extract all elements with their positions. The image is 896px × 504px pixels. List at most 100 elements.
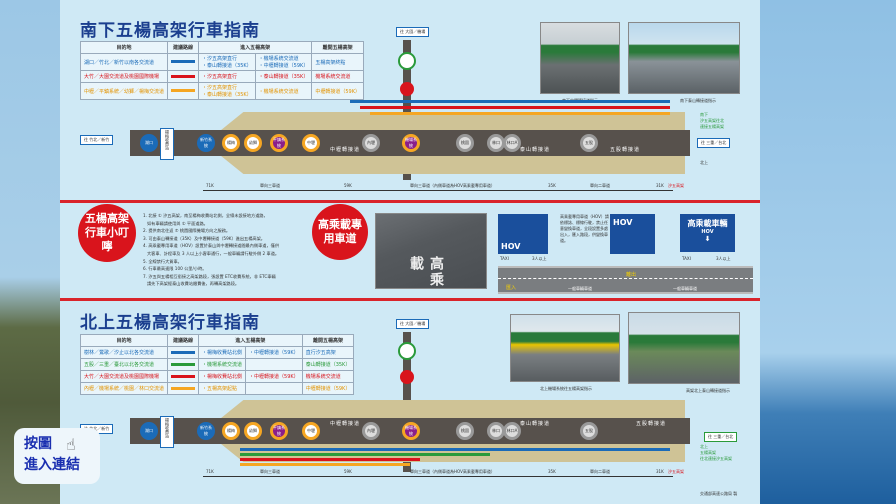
north-route-red	[240, 458, 420, 461]
dim-label: 單向二車道	[590, 469, 610, 474]
col-header: 建議路線	[167, 334, 200, 347]
footer-credit: 交通部高速公路局 製	[700, 491, 738, 496]
table-row: 中壢／平鎮系統／幼獅／楊梅交流道・汐五高架直行・泰山轉接道（35K）・機場系統交…	[79, 82, 364, 100]
hov-enter-label: 匯入	[506, 285, 517, 291]
sign-to-taipei: 往 三重／台北	[704, 432, 738, 442]
interchange-node: 湖口	[140, 134, 158, 152]
interchange-node: 新竹系統	[197, 422, 215, 440]
enter: ・汐五高架直行	[198, 70, 256, 83]
table-row: 樹林／鶯歌／汐止以北各交流道・楊梅收費站北側・中壢轉接道（59K）直行汐五高架	[79, 346, 355, 359]
hov-lane-diagram: 匯入 離出 一般車輛車道 一般車輛車道	[498, 266, 753, 294]
hov-sign-exit: HOV	[610, 214, 655, 254]
hov-sign-enter: HOV	[498, 214, 548, 254]
interchange-node: 林口A	[503, 422, 521, 440]
north-route-blue	[240, 448, 670, 451]
dest: 中壢／平鎮系統／幼獅／楊梅交流道	[79, 82, 169, 100]
enter: ・中壢轉接道（59K）	[245, 370, 303, 383]
tip-item: 2. 提供南北往返 ⑦ 桃園國際機場方向之服務。	[143, 228, 231, 234]
route-swatch	[171, 89, 196, 92]
col-header: 建議路線	[167, 41, 200, 54]
freeway-shield-icon	[398, 52, 416, 70]
open-link-button[interactable]: 按圖 進入連結☝	[14, 428, 100, 484]
airport-ramp	[403, 40, 411, 180]
interchange-node: 桃園	[456, 134, 474, 152]
interchange-node: 湖口	[140, 422, 158, 440]
photo-caption: 北上機場系統往五楊高架指示	[540, 386, 592, 391]
north-route-orange	[240, 463, 410, 466]
north-right-note: 北上 五楊高架 往北連接汐五高架	[700, 444, 732, 461]
south-title: 南下五楊高架行車指南	[80, 21, 260, 41]
dim-label: 單向三車道	[260, 469, 280, 474]
route-swatch	[171, 374, 196, 378]
dim-label: 單向三車道	[260, 183, 280, 188]
road-label: 五股轉接道	[610, 147, 641, 153]
enter: ・楊梅收費站北側	[198, 346, 247, 359]
table-row: 湖口／竹北／新竹以南各交流道・汐五高架直行・泰山轉接道（35K）・機場系統交流道…	[79, 53, 364, 71]
exit: 泰山轉接道（35K）	[301, 358, 355, 371]
enter: ・汐五高架直行	[202, 56, 238, 62]
road-label: 中壢轉接道	[330, 147, 361, 153]
enter: ・泰山轉接道（35K）	[254, 70, 313, 83]
col-header: 進入五楊高架	[198, 41, 313, 54]
tip-item: 6. 行車最高速限 100 公里/小時。	[143, 266, 207, 272]
enter: ・泰山轉接道（35K）	[202, 63, 252, 69]
toll-station-label: 楊梅收費站	[160, 128, 174, 160]
sign-to-airport: 往 大園／機場	[396, 27, 430, 37]
dim-label: 31K	[656, 183, 664, 188]
dim-label: 單向二車道	[590, 183, 610, 188]
interchange-node: 機場系統	[402, 134, 420, 152]
enter: ・楊梅收費站北側	[198, 370, 247, 383]
tips-badge: 五楊高架行車小叮嚀	[78, 204, 136, 262]
interchange-node: 楊梅	[222, 422, 240, 440]
taxi-label: TAXI	[500, 256, 509, 261]
dimension-line	[203, 190, 673, 191]
hov-road-photo: 高乘載	[375, 213, 487, 289]
hov-sign-text: HOV	[613, 218, 633, 227]
north-route-table: 目的地建議路線進入五楊高架離開五楊高架 樹林／鶯歌／汐止以北各交流道・楊梅收費站…	[79, 334, 355, 395]
dim-label: 31K	[656, 469, 664, 474]
enter: ・機場系統交流道	[198, 358, 247, 371]
dest: 樹林／鶯歌／汐止以北各交流道	[79, 346, 169, 359]
hov-exit-label: 離出	[626, 272, 637, 278]
dim-label: 單向三車道（內側車道為HOV高乘載專用車道）	[410, 469, 495, 474]
tips-list: 1. 北接 ① 汐五高架，南至楊梅收費站北側，全線未設接地方道路， 如有車輛請使…	[143, 212, 303, 288]
sign-to-hsinchu: 往 竹北／新竹	[80, 135, 114, 145]
dest: 大竹／大園交流道及桃園國際機場	[79, 370, 169, 383]
interchange-node: 楊梅	[222, 134, 240, 152]
table-row: 內壢／機場系統／桃園／林口交流道・五楊高架起點中壢轉接道（59K）	[79, 382, 355, 395]
south-photo-zhongli-sign	[540, 22, 620, 94]
sign-to-airport: 往 大園／機場	[396, 319, 430, 329]
table-row: 大竹／大園交流道及桃園國際機場・楊梅收費站北側・中壢轉接道（59K）機場系統交流…	[79, 370, 355, 383]
dim-label: 35K	[548, 183, 556, 188]
enter: ・中壢轉接道（59K）	[245, 346, 303, 359]
hov-road-marking: 高乘載	[408, 256, 444, 288]
background-sea-photo	[760, 0, 896, 504]
route-swatch	[171, 74, 196, 78]
route-swatch	[171, 362, 196, 366]
persons-label: 3人以上	[716, 256, 731, 261]
enter: ・五楊高架起點	[198, 382, 247, 395]
col-header: 離開五楊高架	[311, 41, 364, 54]
col-header: 離開五楊高架	[301, 334, 355, 347]
road-label: 泰山轉接道	[520, 147, 551, 153]
toll-station-label: 楊梅收費站	[160, 416, 174, 448]
dim-label: 汐五高架	[668, 469, 684, 474]
enter: ・中壢轉接道（59K）	[258, 63, 309, 69]
tip-item: 1. 北接 ① 汐五高架，南至楊梅收費站北側，全線未設接地方道路，	[143, 213, 268, 218]
interchange-node: 內壢	[362, 422, 380, 440]
persons-label: 3人以上	[532, 256, 547, 261]
hov-description: 高乘載專用車道（HOV）請依標誌、標線行駛，禁止任意變換車道，全段設置多處出入，…	[560, 214, 609, 243]
enter: ・機場系統交流道	[258, 56, 299, 62]
hand-pointer-icon: ☝	[66, 435, 76, 454]
photo-caption: 南下泰山轉接道指示	[680, 98, 716, 103]
exit: 五楊高架終點	[311, 53, 364, 71]
enter	[245, 382, 303, 395]
dim-label: 59K	[344, 469, 352, 474]
road-label: 泰山轉接道	[520, 421, 551, 427]
south-route-table: 目的地建議路線進入五楊高架離開五楊高架 湖口／竹北／新竹以南各交流道・汐五高架直…	[79, 41, 364, 100]
interchange-node: 內壢	[362, 134, 380, 152]
freeway-shield-icon	[398, 342, 416, 360]
dim-label: 35K	[548, 469, 556, 474]
background-cliff-photo	[0, 0, 60, 504]
tip-item: 如有車輛請使用與 ① 平面道路。	[143, 220, 208, 226]
